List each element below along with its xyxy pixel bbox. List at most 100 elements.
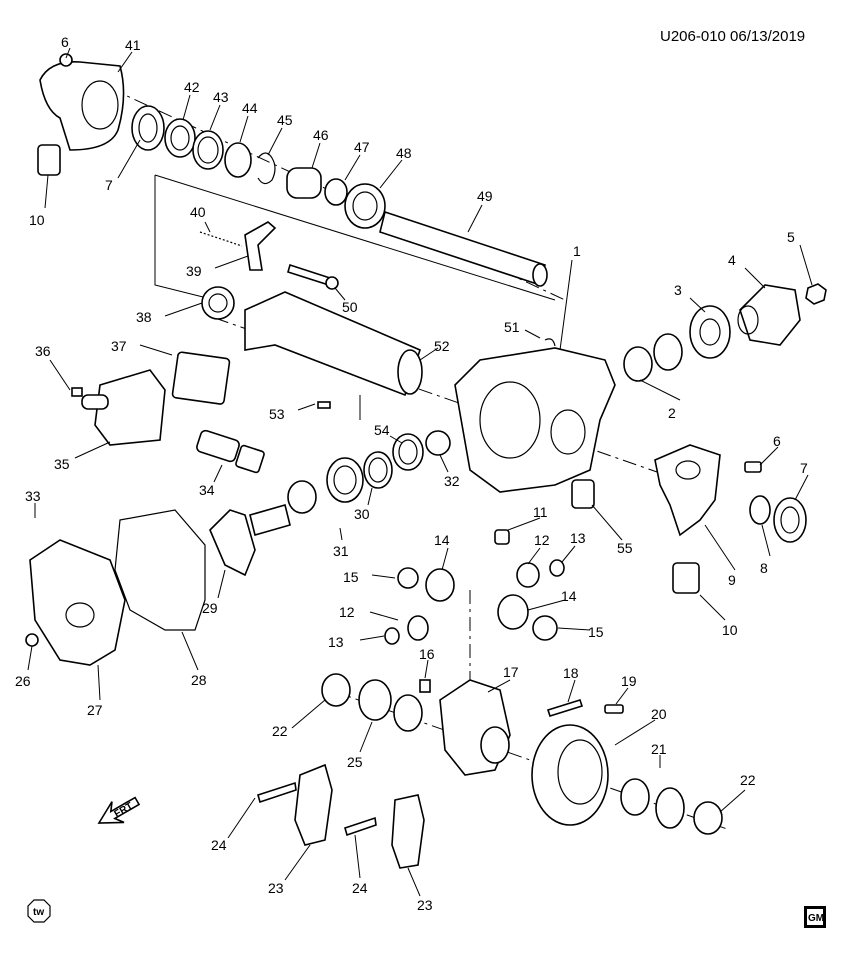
callout-1: 1 [573,243,581,259]
callout-leader-9 [704,524,736,571]
callout-leader-3 [689,297,706,313]
gm-logo: GM [804,906,826,928]
sensor-34 [196,429,265,474]
callout-leader-7 [117,139,141,179]
callout-leader-17 [487,679,511,693]
axle-tube-52 [201,286,423,409]
callout-13b: 13 [328,634,344,650]
callout-50: 50 [342,299,358,315]
callout-leader-29 [217,569,226,599]
callout-leader-34 [213,464,223,483]
svg-text:tw: tw [33,907,44,918]
callout-6b: 6 [773,433,781,449]
callout-23b: 23 [417,897,433,913]
callout-41: 41 [125,37,141,53]
callout-3: 3 [674,282,682,298]
callout-leader-6b [759,446,779,466]
right-bearings [623,283,827,382]
callout-leader-7b [794,474,809,501]
callout-leader-52 [419,347,439,361]
callout-leader-54 [389,435,403,444]
actuator-35 [71,351,231,446]
callout-leader-51 [524,329,541,339]
callout-35: 35 [54,456,70,472]
callout-leader-38 [164,302,203,317]
callout-5: 5 [787,229,795,245]
callout-28: 28 [191,672,207,688]
pinion-gear-29 [209,504,291,577]
callout-leader-12b [369,611,399,621]
callout-leader-36 [49,359,71,391]
callout-49: 49 [477,188,493,204]
callout-leader-24b [354,834,361,879]
callout-leader-55 [591,504,623,541]
callout-7: 7 [105,177,113,193]
callout-22b: 22 [740,772,756,788]
callout-leader-10 [44,174,49,209]
pinion-bearings [287,430,451,514]
callout-36: 36 [35,343,51,359]
callout-24: 24 [211,837,227,853]
callout-10b: 10 [722,622,738,638]
callout-leader-5 [799,244,813,286]
callout-33: 33 [25,488,41,504]
callout-38: 38 [136,309,152,325]
callout-leader-49 [467,204,483,233]
callout-leader-4 [744,267,766,289]
callout-44: 44 [242,100,258,116]
callout-37: 37 [111,338,127,354]
callout-10: 10 [29,212,45,228]
callout-46: 46 [313,127,329,143]
callout-53: 53 [269,406,285,422]
callout-leader-20 [614,719,656,746]
callout-40: 40 [190,204,206,220]
svg-text:GM: GM [808,913,824,924]
callout-leader-25 [359,721,373,753]
callout-leader-43 [209,104,221,131]
callout-leader-28 [181,631,199,671]
callout-15: 15 [343,569,359,585]
callout-25: 25 [347,754,363,770]
callout-47: 47 [354,139,370,155]
callout-16: 16 [419,646,435,662]
callout-leader-46 [311,142,321,169]
callout-6: 6 [61,34,69,50]
callout-leader-40 [204,221,211,233]
callout-leader-45 [267,127,283,156]
callout-leader-12 [527,547,541,565]
callout-32: 32 [444,473,460,489]
callout-12b: 12 [339,604,355,620]
callout-leader-47 [344,154,361,181]
callout-48: 48 [396,145,412,161]
callout-2: 2 [668,405,676,421]
callout-leader-53 [297,403,316,411]
bracket-lines [154,174,556,420]
callout-24b: 24 [352,880,368,896]
callout-leader-26 [27,645,33,671]
callout-4: 4 [728,252,736,268]
callout-leader-31 [339,527,343,541]
callout-leader-19 [615,687,629,705]
callout-7b: 7 [800,460,808,476]
callout-leader-23 [284,844,311,881]
callout-23: 23 [268,880,284,896]
callout-31: 31 [333,543,349,559]
callout-leader-27 [97,664,101,701]
callout-17: 17 [503,664,519,680]
bearing-caps-23 [257,763,425,869]
diagram-code: U206-010 06/13/2019 [660,28,805,45]
callout-leader-24 [227,797,256,839]
callout-39: 39 [186,263,202,279]
tw-logo: tw [27,899,51,923]
callout-leader-13b [359,635,385,641]
callout-leader-41 [117,51,133,73]
callout-20: 20 [651,706,667,722]
callout-leader-8 [761,524,771,557]
callout-30: 30 [354,506,370,522]
callout-leader-13 [561,545,576,563]
callout-43: 43 [213,89,229,105]
callout-54: 54 [374,422,390,438]
callout-52: 52 [434,338,450,354]
axle-flange-housing-41 [37,53,125,176]
